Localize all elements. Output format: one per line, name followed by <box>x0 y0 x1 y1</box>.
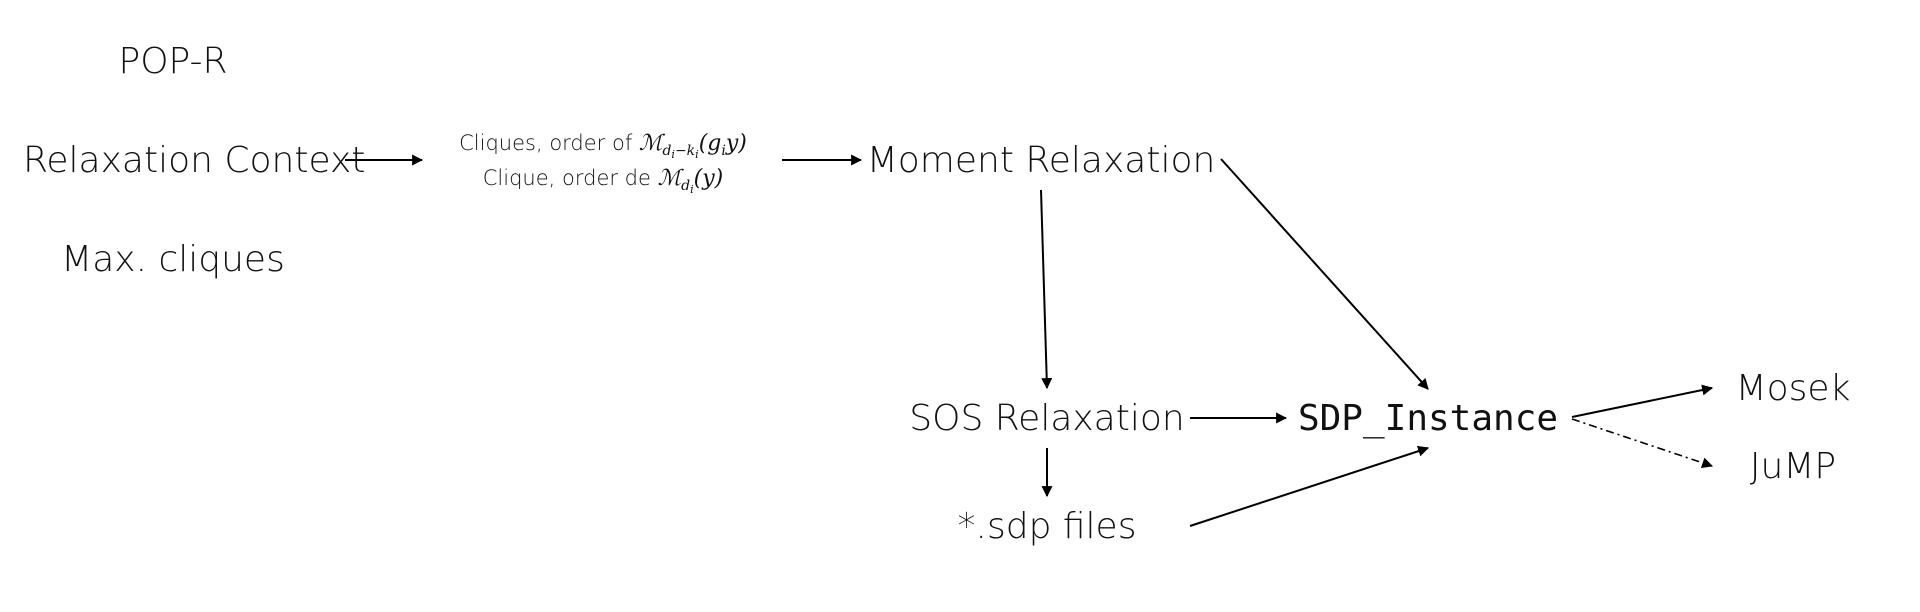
moment-matrix: ℳdi(y) <box>657 165 724 196</box>
pop-r-title: POP-R <box>118 41 228 82</box>
arrow-moment-to-sos <box>1040 189 1053 390</box>
node-sdp-files: *.sdp files <box>957 506 1137 547</box>
node-relaxation-context: Relaxation Context <box>23 140 366 181</box>
cliques-order-line-2: Clique, order de ℳdi(y) <box>459 163 747 198</box>
arrow-sdp-to-mosek <box>1571 384 1714 418</box>
node-mosek: Mosek <box>1735 368 1851 409</box>
moment-matrix-localizing: ℳdi−ki(giy) <box>638 131 747 161</box>
cliques-order-line-1: Cliques, order of ℳdi−ki(giy) <box>459 128 747 163</box>
node-sos-relaxation: SOS Relaxation <box>909 398 1185 439</box>
arrow-files-to-sdp <box>1189 445 1430 527</box>
node-jump: JuMP <box>1749 446 1837 487</box>
node-sdp-instance: SDP_Instance <box>1297 398 1559 439</box>
arrow-sdp-to-jump-dashed <box>1571 418 1714 469</box>
cliques-line2-text: Clique, order de <box>482 165 658 190</box>
node-max-cliques: Max. cliques <box>61 239 285 280</box>
node-moment-relaxation: Moment Relaxation <box>866 140 1216 181</box>
cliques-line1-text: Cliques, order of <box>459 131 639 155</box>
arrow-moment-to-sdp <box>1220 158 1429 390</box>
node-cliques-order: Cliques, order of ℳdi−ki(giy) Clique, or… <box>459 128 747 198</box>
